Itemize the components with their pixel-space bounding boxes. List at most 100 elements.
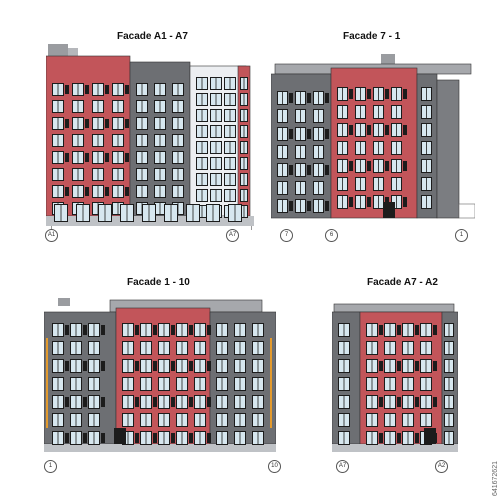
balcony-panel [171, 397, 175, 407]
entrance-door [114, 428, 126, 444]
window-mullion [201, 206, 203, 217]
window-mullion [396, 88, 397, 100]
window-mullion [448, 396, 450, 408]
window-mullion [159, 101, 161, 112]
axis-marker-a1: A1 [45, 229, 58, 242]
balcony-panel [101, 397, 105, 407]
window-mullion [243, 94, 245, 105]
window-mullion [159, 135, 161, 146]
window-mullion [77, 152, 79, 163]
window-mullion [282, 128, 283, 140]
window-mullion [57, 360, 59, 372]
window-mullion [282, 92, 283, 104]
window-mullion [159, 84, 161, 95]
balcony-panel [397, 397, 401, 407]
window-mullion [282, 182, 283, 194]
balcony-panel [171, 361, 175, 371]
window-mullion [163, 324, 165, 336]
window-mullion [300, 92, 301, 104]
balcony-panel [385, 161, 389, 171]
balcony-panel [189, 397, 193, 407]
window-mullion [159, 152, 161, 163]
balcony-panel [289, 129, 293, 139]
window-mullion [243, 110, 245, 121]
window-mullion [229, 110, 231, 121]
window-mullion [117, 169, 119, 180]
window-mullion [57, 186, 59, 197]
window-mullion [257, 342, 259, 354]
facade-7-1-svg [271, 54, 475, 219]
window-mullion [396, 178, 397, 190]
window-mullion [57, 342, 59, 354]
balcony-panel [307, 93, 311, 103]
window-mullion [343, 432, 345, 444]
window-mullion [360, 178, 361, 190]
window-mullion [77, 84, 79, 95]
window-mullion [117, 152, 119, 163]
balcony-panel [135, 397, 139, 407]
balcony-panel [349, 197, 353, 207]
balcony-panel [101, 433, 105, 443]
balcony-panel [125, 119, 129, 128]
window-mullion [141, 169, 143, 180]
window-mullion [215, 174, 217, 185]
balcony-panel [325, 129, 329, 139]
balcony-panel [367, 125, 371, 135]
window-mullion [177, 186, 179, 197]
window-mullion [300, 164, 301, 176]
window-mullion [243, 174, 245, 185]
window-mullion [141, 152, 143, 163]
window-mullion [448, 342, 450, 354]
balcony-panel [83, 325, 87, 335]
axis-marker-1-left: 1 [44, 460, 57, 473]
facade-7-1-drawing [271, 54, 475, 232]
balcony-panel [171, 325, 175, 335]
window-mullion [82, 205, 84, 221]
window-mullion [425, 360, 427, 372]
window-mullion [300, 146, 301, 158]
balcony-panel [289, 165, 293, 175]
window-mullion [257, 378, 259, 390]
window-mullion [396, 124, 397, 136]
window-mullion [148, 205, 150, 221]
balcony-panel [415, 433, 419, 443]
window-mullion [97, 169, 99, 180]
window-mullion [282, 164, 283, 176]
window-mullion [221, 342, 223, 354]
balcony-panel [289, 93, 293, 103]
balcony-panel [125, 85, 129, 94]
facade-a7-a2-svg [332, 303, 458, 452]
window-mullion [425, 378, 427, 390]
window-mullion [181, 378, 183, 390]
window-mullion [145, 378, 147, 390]
roof-structure [381, 54, 395, 64]
window-mullion [229, 94, 231, 105]
window-mullion [117, 118, 119, 129]
window-mullion [282, 110, 283, 122]
window-mullion [221, 396, 223, 408]
balcony-panel [325, 201, 329, 211]
window-mullion [215, 78, 217, 89]
balcony-panel [135, 325, 139, 335]
balcony-panel [135, 433, 139, 443]
window-mullion [221, 432, 223, 444]
balcony-panel [105, 119, 109, 128]
window-mullion [257, 396, 259, 408]
window-mullion [300, 182, 301, 194]
balcony-panel [433, 361, 437, 371]
window-mullion [360, 196, 361, 208]
roof-parapet [333, 303, 455, 313]
balcony-panel [325, 93, 329, 103]
balcony-panel [153, 325, 157, 335]
window-mullion [234, 205, 236, 221]
balcony-panel [105, 153, 109, 162]
entrance-door [424, 428, 436, 444]
window-mullion [201, 110, 203, 121]
axis-line-a1 [51, 226, 52, 230]
balcony-panel [433, 325, 437, 335]
window-mullion [343, 396, 345, 408]
ground-offset [458, 203, 475, 219]
window-mullion [201, 174, 203, 185]
window-mullion [145, 324, 147, 336]
balcony-panel [189, 433, 193, 443]
